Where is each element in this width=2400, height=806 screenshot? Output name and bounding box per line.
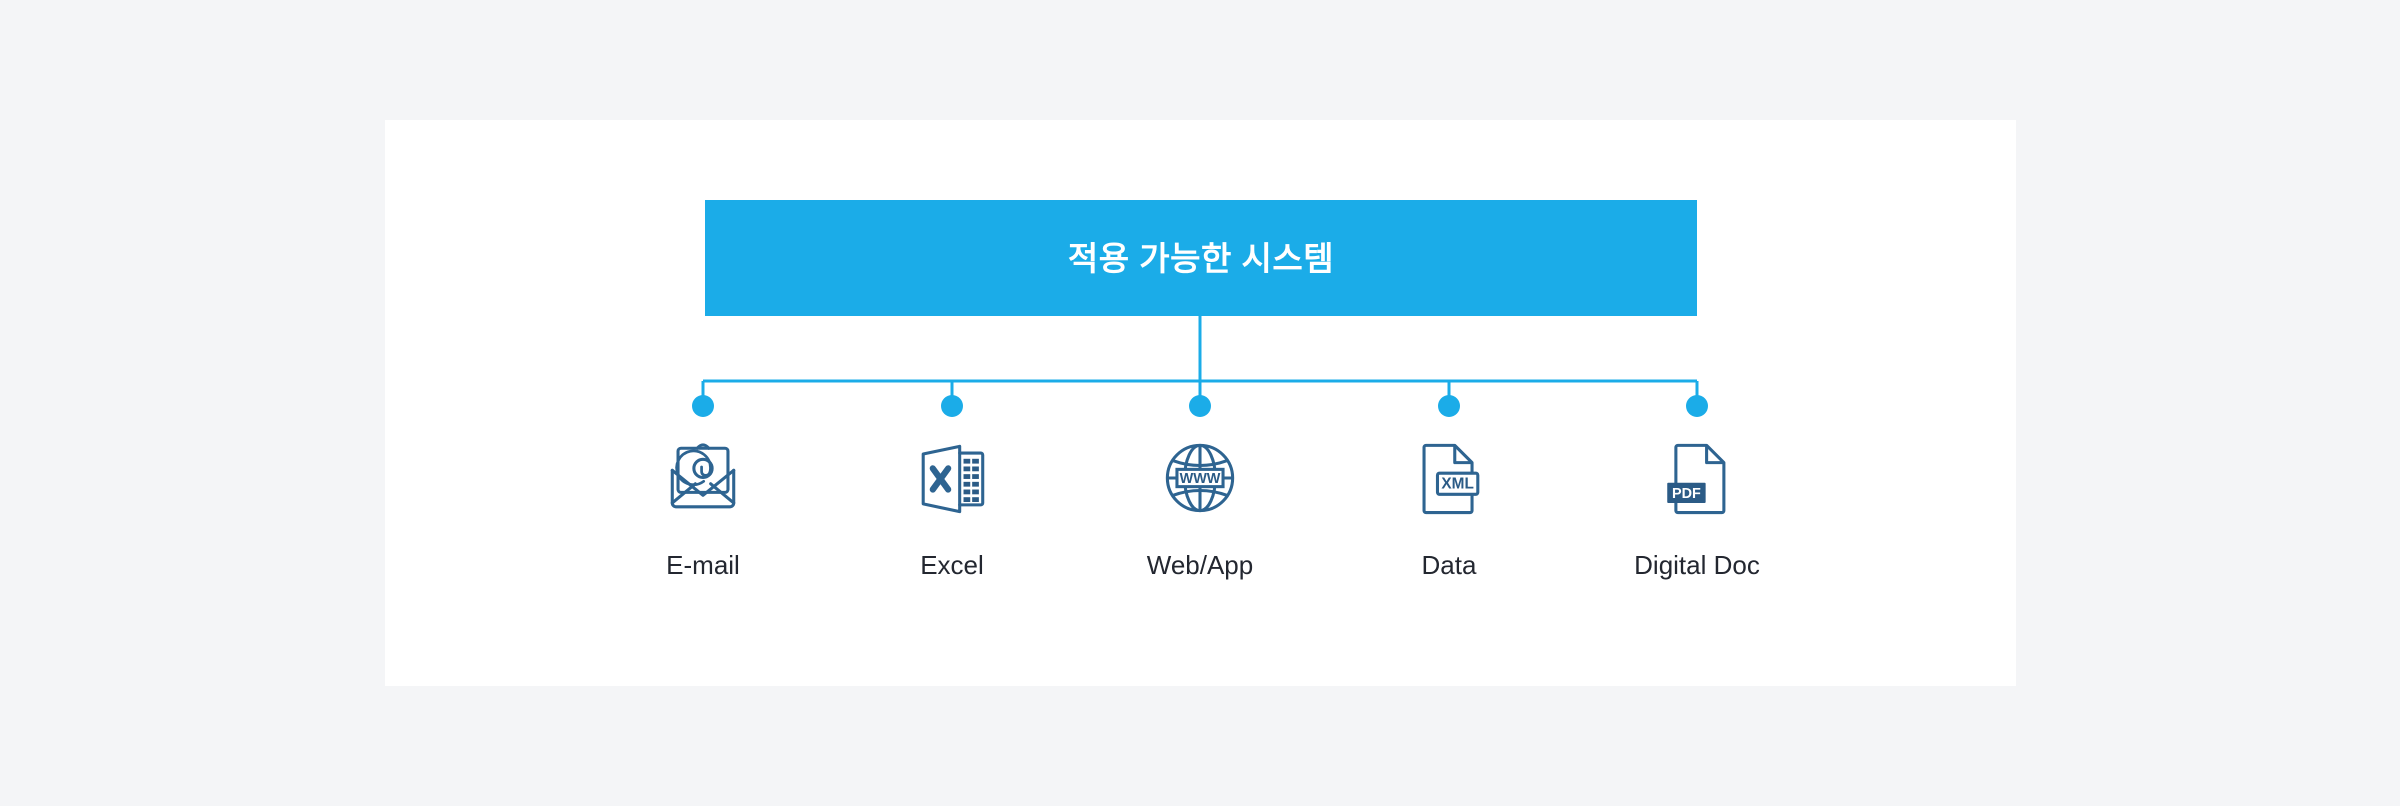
node-excel[interactable]: Excel bbox=[832, 430, 1072, 578]
svg-text:PDF: PDF bbox=[1672, 486, 1701, 502]
node-label-data: Data bbox=[1421, 550, 1477, 580]
node-label-excel: Excel bbox=[920, 550, 984, 580]
node-label-digital-doc: Digital Doc bbox=[1634, 550, 1760, 580]
node-label-web-app: Web/App bbox=[1146, 550, 1254, 580]
pdf-document-icon: PDF bbox=[1649, 430, 1745, 526]
svg-text:WWW: WWW bbox=[1180, 471, 1221, 487]
node-digital-doc[interactable]: PDF Digital Doc bbox=[1577, 430, 1817, 578]
excel-spreadsheet-icon bbox=[904, 430, 1000, 526]
banner-title: 적용 가능한 시스템 bbox=[1067, 239, 1335, 277]
node-web-app[interactable]: WWW Web/App bbox=[1080, 430, 1320, 578]
root-node-banner: 적용 가능한 시스템 bbox=[705, 200, 1697, 316]
email-envelope-at-icon bbox=[655, 430, 751, 526]
node-data[interactable]: XML Data bbox=[1329, 430, 1569, 578]
svg-text:XML: XML bbox=[1441, 476, 1473, 493]
xml-document-icon: XML bbox=[1401, 430, 1497, 526]
node-label-email: E-mail bbox=[666, 550, 740, 580]
node-email[interactable]: E-mail bbox=[583, 430, 823, 578]
globe-www-icon: WWW bbox=[1152, 430, 1248, 526]
